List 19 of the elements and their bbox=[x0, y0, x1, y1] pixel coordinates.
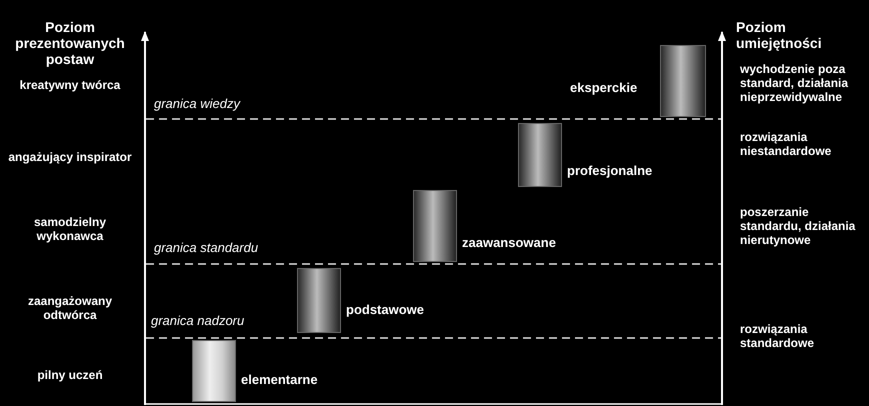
attitude-label: kreatywny twórca bbox=[18, 78, 122, 92]
skill-description: rozwiązania standardowe bbox=[740, 322, 816, 350]
axis-title: Poziom prezentowanych postaw bbox=[14, 19, 126, 67]
boundary-label: granica nadzoru bbox=[151, 314, 244, 328]
level-label: eksperckie bbox=[570, 80, 638, 95]
axis-title: Poziom umiejętności bbox=[736, 19, 823, 51]
level-label: elementarne bbox=[241, 372, 318, 387]
skill-description: poszerzanie standardu, działania nierutynowe bbox=[740, 205, 856, 247]
skill-description: wychodzenie poza standard, działania nieprzewidywalne bbox=[740, 62, 850, 104]
level-label: podstawowe bbox=[346, 302, 424, 317]
boundary-label: granica wiedzy bbox=[154, 97, 240, 111]
boundary-label: granica standardu bbox=[154, 241, 258, 255]
skill-description: rozwiązania niestandardowe bbox=[740, 130, 832, 158]
level-label: zaawansowane bbox=[462, 235, 556, 250]
attitude-label: zaangażowany odtwórca bbox=[26, 294, 114, 322]
level-label: profesjonalne bbox=[567, 163, 652, 178]
attitude-label: angażujący inspirator bbox=[7, 150, 133, 164]
attitude-label: pilny uczeń bbox=[36, 368, 104, 382]
attitude-label: samodzielny wykonawca bbox=[32, 215, 108, 243]
